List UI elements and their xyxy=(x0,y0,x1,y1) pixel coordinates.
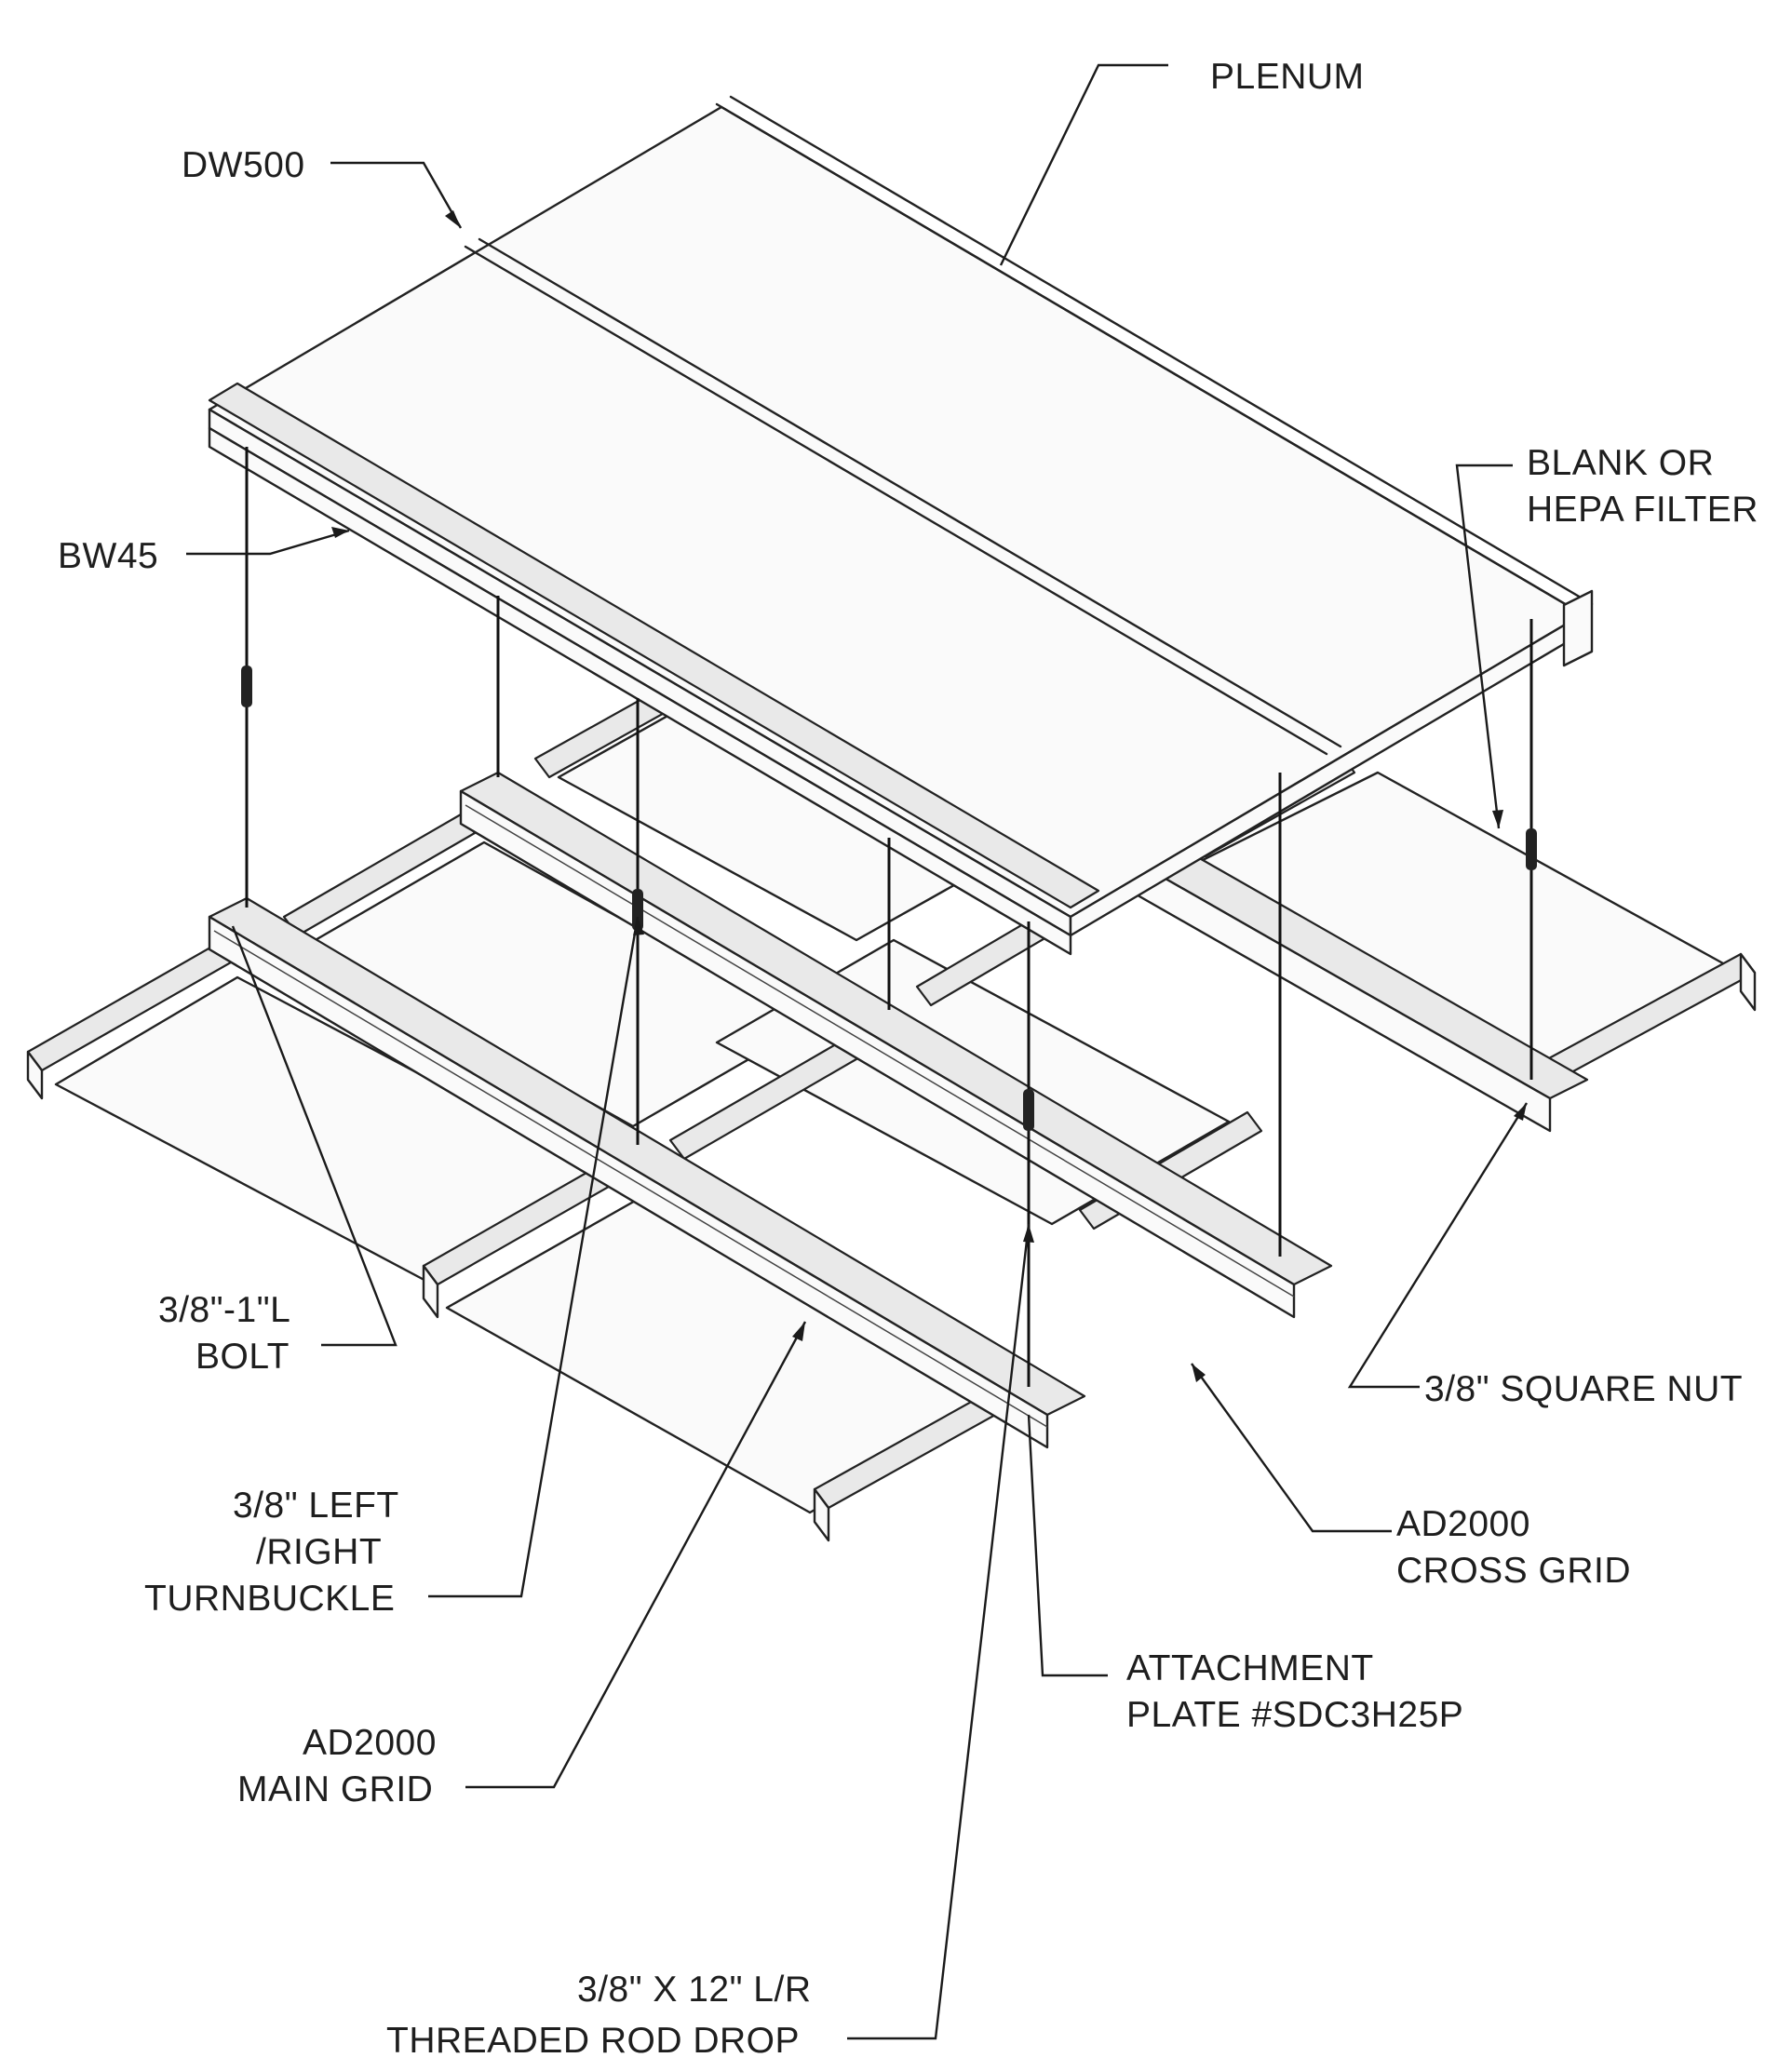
label-turnbuckle-3: TURNBUCKLE xyxy=(144,1579,395,1619)
plenum xyxy=(208,95,1594,956)
leader-arrowheads xyxy=(331,210,1527,1382)
cross-grid-front-right-face xyxy=(813,1487,830,1542)
leader-bw45 xyxy=(186,529,350,556)
label-bw45: BW45 xyxy=(58,536,158,576)
bw45-beam-end xyxy=(1562,589,1594,667)
cross-grid-front-mid-face xyxy=(422,1264,439,1319)
main-grid-front-groove xyxy=(213,930,1048,1428)
main-grid-middle-groove xyxy=(465,804,1295,1298)
label-attachment-1: ATTACHMENT xyxy=(1126,1648,1374,1688)
label-rod-drop-1: 3/8" X 12" L/R xyxy=(577,1970,812,2010)
arrow-main-grid xyxy=(792,1322,805,1341)
dw500-ridge-2b xyxy=(729,95,1594,606)
label-cross-grid-2: CROSS GRID xyxy=(1396,1551,1631,1591)
leader-plenum xyxy=(999,63,1168,266)
turnbuckle-7 xyxy=(1526,828,1537,870)
leader-bolt xyxy=(231,925,397,1347)
dw500-ridge-2 xyxy=(715,102,1580,613)
label-rod-drop-2: THREADED ROD DROP xyxy=(386,2021,800,2061)
arrow-cross-grid xyxy=(1192,1364,1206,1382)
turnbuckle-1 xyxy=(241,666,252,707)
cross-grid-front-left-face xyxy=(26,1050,44,1100)
leader-rod-drop xyxy=(847,1223,1031,2040)
arrow-rod-drop xyxy=(1023,1224,1034,1243)
leader-turnbuckle xyxy=(428,916,640,1598)
arrow-square-nut xyxy=(1514,1103,1527,1121)
labels: PLENUM DW500 BLANK OR HEPA FILTER BW45 3… xyxy=(58,57,1758,2061)
arrow-bw45 xyxy=(331,527,349,538)
label-plenum: PLENUM xyxy=(1210,57,1365,97)
label-blank-hepa-2: HEPA FILTER xyxy=(1527,490,1758,530)
arrow-hepa xyxy=(1492,810,1503,828)
bw45-beam-side xyxy=(208,426,1072,956)
cross-grid-row3-d-face xyxy=(1739,952,1757,1012)
main-grid-members xyxy=(208,771,1589,1449)
main-grid-middle-side xyxy=(459,789,1296,1319)
dw500-ridge-1b xyxy=(478,237,1342,748)
label-dw500: DW500 xyxy=(182,145,305,185)
label-turnbuckle-2: /RIGHT xyxy=(256,1532,382,1572)
label-main-grid-1: AD2000 xyxy=(303,1723,437,1763)
leader-dw500 xyxy=(330,161,463,229)
label-cross-grid-1: AD2000 xyxy=(1396,1504,1530,1544)
label-attachment-2: PLATE #SDC3H25P xyxy=(1126,1695,1463,1735)
dw500-ridge-1 xyxy=(464,245,1328,756)
main-grid-front-side xyxy=(208,915,1049,1449)
label-square-nut: 3/8" SQUARE NUT xyxy=(1424,1369,1743,1409)
arrow-dw500 xyxy=(445,210,461,228)
bw45-beam-top xyxy=(208,382,1100,909)
leader-main-grid xyxy=(465,1321,807,1789)
hanger-rods xyxy=(241,447,1537,1387)
turnbuckle-3 xyxy=(632,889,643,931)
leader-cross-grid xyxy=(1191,1363,1392,1533)
label-turnbuckle-1: 3/8" LEFT xyxy=(233,1486,399,1526)
label-main-grid-2: MAIN GRID xyxy=(237,1769,433,1809)
label-bolt-1: 3/8"-1"L xyxy=(158,1290,290,1330)
arrow-turnbuckle xyxy=(633,917,644,935)
turnbuckle-5 xyxy=(1023,1089,1034,1131)
leader-lines xyxy=(186,63,1529,2040)
leader-attachment xyxy=(1027,1414,1108,1677)
leader-hepa xyxy=(1455,464,1513,829)
leader-square-nut xyxy=(1347,1102,1529,1389)
label-blank-hepa-1: BLANK OR xyxy=(1527,443,1714,483)
label-bolt-2: BOLT xyxy=(195,1337,290,1377)
